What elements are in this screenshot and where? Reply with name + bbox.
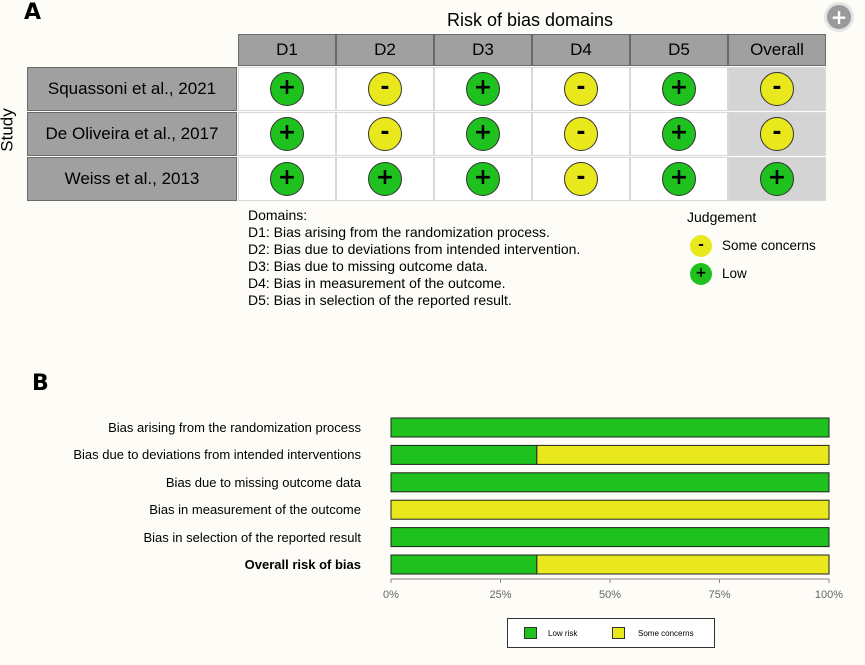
low-risk-icon: +: [270, 162, 304, 196]
domain-d4: D4: Bias in measurement of the outcome.: [248, 275, 506, 291]
judgement-low-label: Low: [722, 266, 747, 281]
column-header-d5: D5: [630, 34, 728, 66]
column-header-overall: Overall: [728, 34, 826, 66]
low-risk-icon: +: [466, 72, 500, 106]
judgement-cell: +: [336, 157, 434, 201]
some-concerns-icon: -: [368, 117, 402, 151]
judgement-cell: -: [336, 67, 434, 111]
column-header-d2: D2: [336, 34, 434, 66]
legend-low-swatch: [524, 627, 537, 639]
bar-category-label: Bias due to missing outcome data: [165, 474, 361, 490]
low-risk-icon: +: [270, 117, 304, 151]
column-header-d1: D1: [238, 34, 336, 66]
study-name: De Oliveira et al., 2017: [27, 112, 237, 156]
bar-segment-low-risk: [390, 444, 538, 465]
judgement-cell: +: [630, 157, 728, 201]
low-risk-icon: +: [368, 162, 402, 196]
x-tick-label: 75%: [708, 589, 730, 601]
domain-d2: D2: Bias due to deviations from intended…: [248, 241, 581, 257]
bar-segment-some-concerns: [390, 499, 830, 520]
column-header-d3: D3: [434, 34, 532, 66]
judgement-cell: -: [532, 112, 630, 156]
judgement-cell: -: [728, 67, 826, 111]
legend-some-label: Some concerns: [638, 629, 694, 638]
some-concerns-icon: -: [690, 235, 712, 257]
judgement-cell: +: [238, 112, 336, 156]
study-name: Squassoni et al., 2021: [27, 67, 237, 111]
some-concerns-icon: -: [760, 117, 794, 151]
some-concerns-icon: -: [760, 72, 794, 106]
low-risk-icon: +: [662, 72, 696, 106]
bar-category-label: Overall risk of bias: [244, 557, 361, 572]
x-tick-label: 50%: [599, 589, 621, 601]
low-risk-icon: +: [760, 162, 794, 196]
low-risk-icon: +: [662, 162, 696, 196]
judgement-cell: +: [238, 67, 336, 111]
some-concerns-icon: -: [368, 72, 402, 106]
rob-domains-title: Risk of bias domains: [446, 10, 614, 30]
domains-title: Domains:: [248, 207, 308, 223]
bar-segment-some-concerns: [536, 554, 830, 575]
judgement-cell: +: [434, 112, 532, 156]
bar-category-label: Bias arising from the randomization proc…: [108, 420, 361, 435]
column-header-d4: D4: [532, 34, 630, 66]
zoom-in-icon[interactable]: +: [824, 2, 854, 32]
domain-d5: D5: Bias in selection of the reported re…: [248, 292, 512, 308]
domain-d1: D1: Bias arising from the randomization …: [248, 224, 550, 240]
judgement-cell: +: [728, 157, 826, 201]
panel-a-label: A: [24, 0, 42, 25]
bar-segment-low-risk: [390, 417, 830, 438]
some-concerns-icon: -: [564, 162, 598, 196]
x-tick-label: 25%: [489, 589, 511, 601]
bar-category-label: Bias in selection of the reported result: [143, 529, 361, 545]
judgement-cell: -: [728, 112, 826, 156]
low-risk-icon: +: [466, 117, 500, 151]
domains-legend: Domains: D1: Bias arising from the rando…: [248, 207, 580, 309]
study-name: Weiss et al., 2013: [27, 157, 237, 201]
judgement-cell: -: [336, 112, 434, 156]
judgement-cell: -: [532, 67, 630, 111]
low-risk-icon: +: [270, 72, 304, 106]
bar-category-label: Bias in measurement of the outcome: [149, 502, 361, 518]
low-risk-icon: +: [690, 263, 712, 285]
judgement-cell: +: [630, 67, 728, 111]
bar-legend: Low risk Some concerns: [507, 618, 715, 648]
bar-segment-low-risk: [390, 472, 830, 493]
legend-some-swatch: [612, 627, 625, 639]
judgement-title: Judgement: [687, 209, 757, 225]
bar-category-label: Bias due to deviations from intended int…: [73, 447, 361, 463]
judgement-cell: +: [434, 67, 532, 111]
judgement-cell: +: [238, 157, 336, 201]
some-concerns-icon: -: [564, 117, 598, 151]
judgement-cell: +: [434, 157, 532, 201]
domain-d3: D3: Bias due to missing outcome data.: [248, 258, 488, 274]
x-tick-label: 100%: [815, 589, 843, 601]
legend-low-label: Low risk: [548, 629, 578, 638]
judgement-cell: +: [630, 112, 728, 156]
low-risk-icon: +: [466, 162, 500, 196]
low-risk-icon: +: [662, 117, 696, 151]
x-tick-label: 0%: [383, 589, 399, 601]
judgement-cell: -: [532, 157, 630, 201]
bar-segment-low-risk: [390, 554, 538, 575]
bar-segment-low-risk: [390, 527, 830, 548]
bar-segment-some-concerns: [536, 444, 830, 465]
some-concerns-icon: -: [564, 72, 598, 106]
judgement-some-label: Some concerns: [722, 238, 816, 253]
panel-b-label: B: [32, 371, 49, 396]
